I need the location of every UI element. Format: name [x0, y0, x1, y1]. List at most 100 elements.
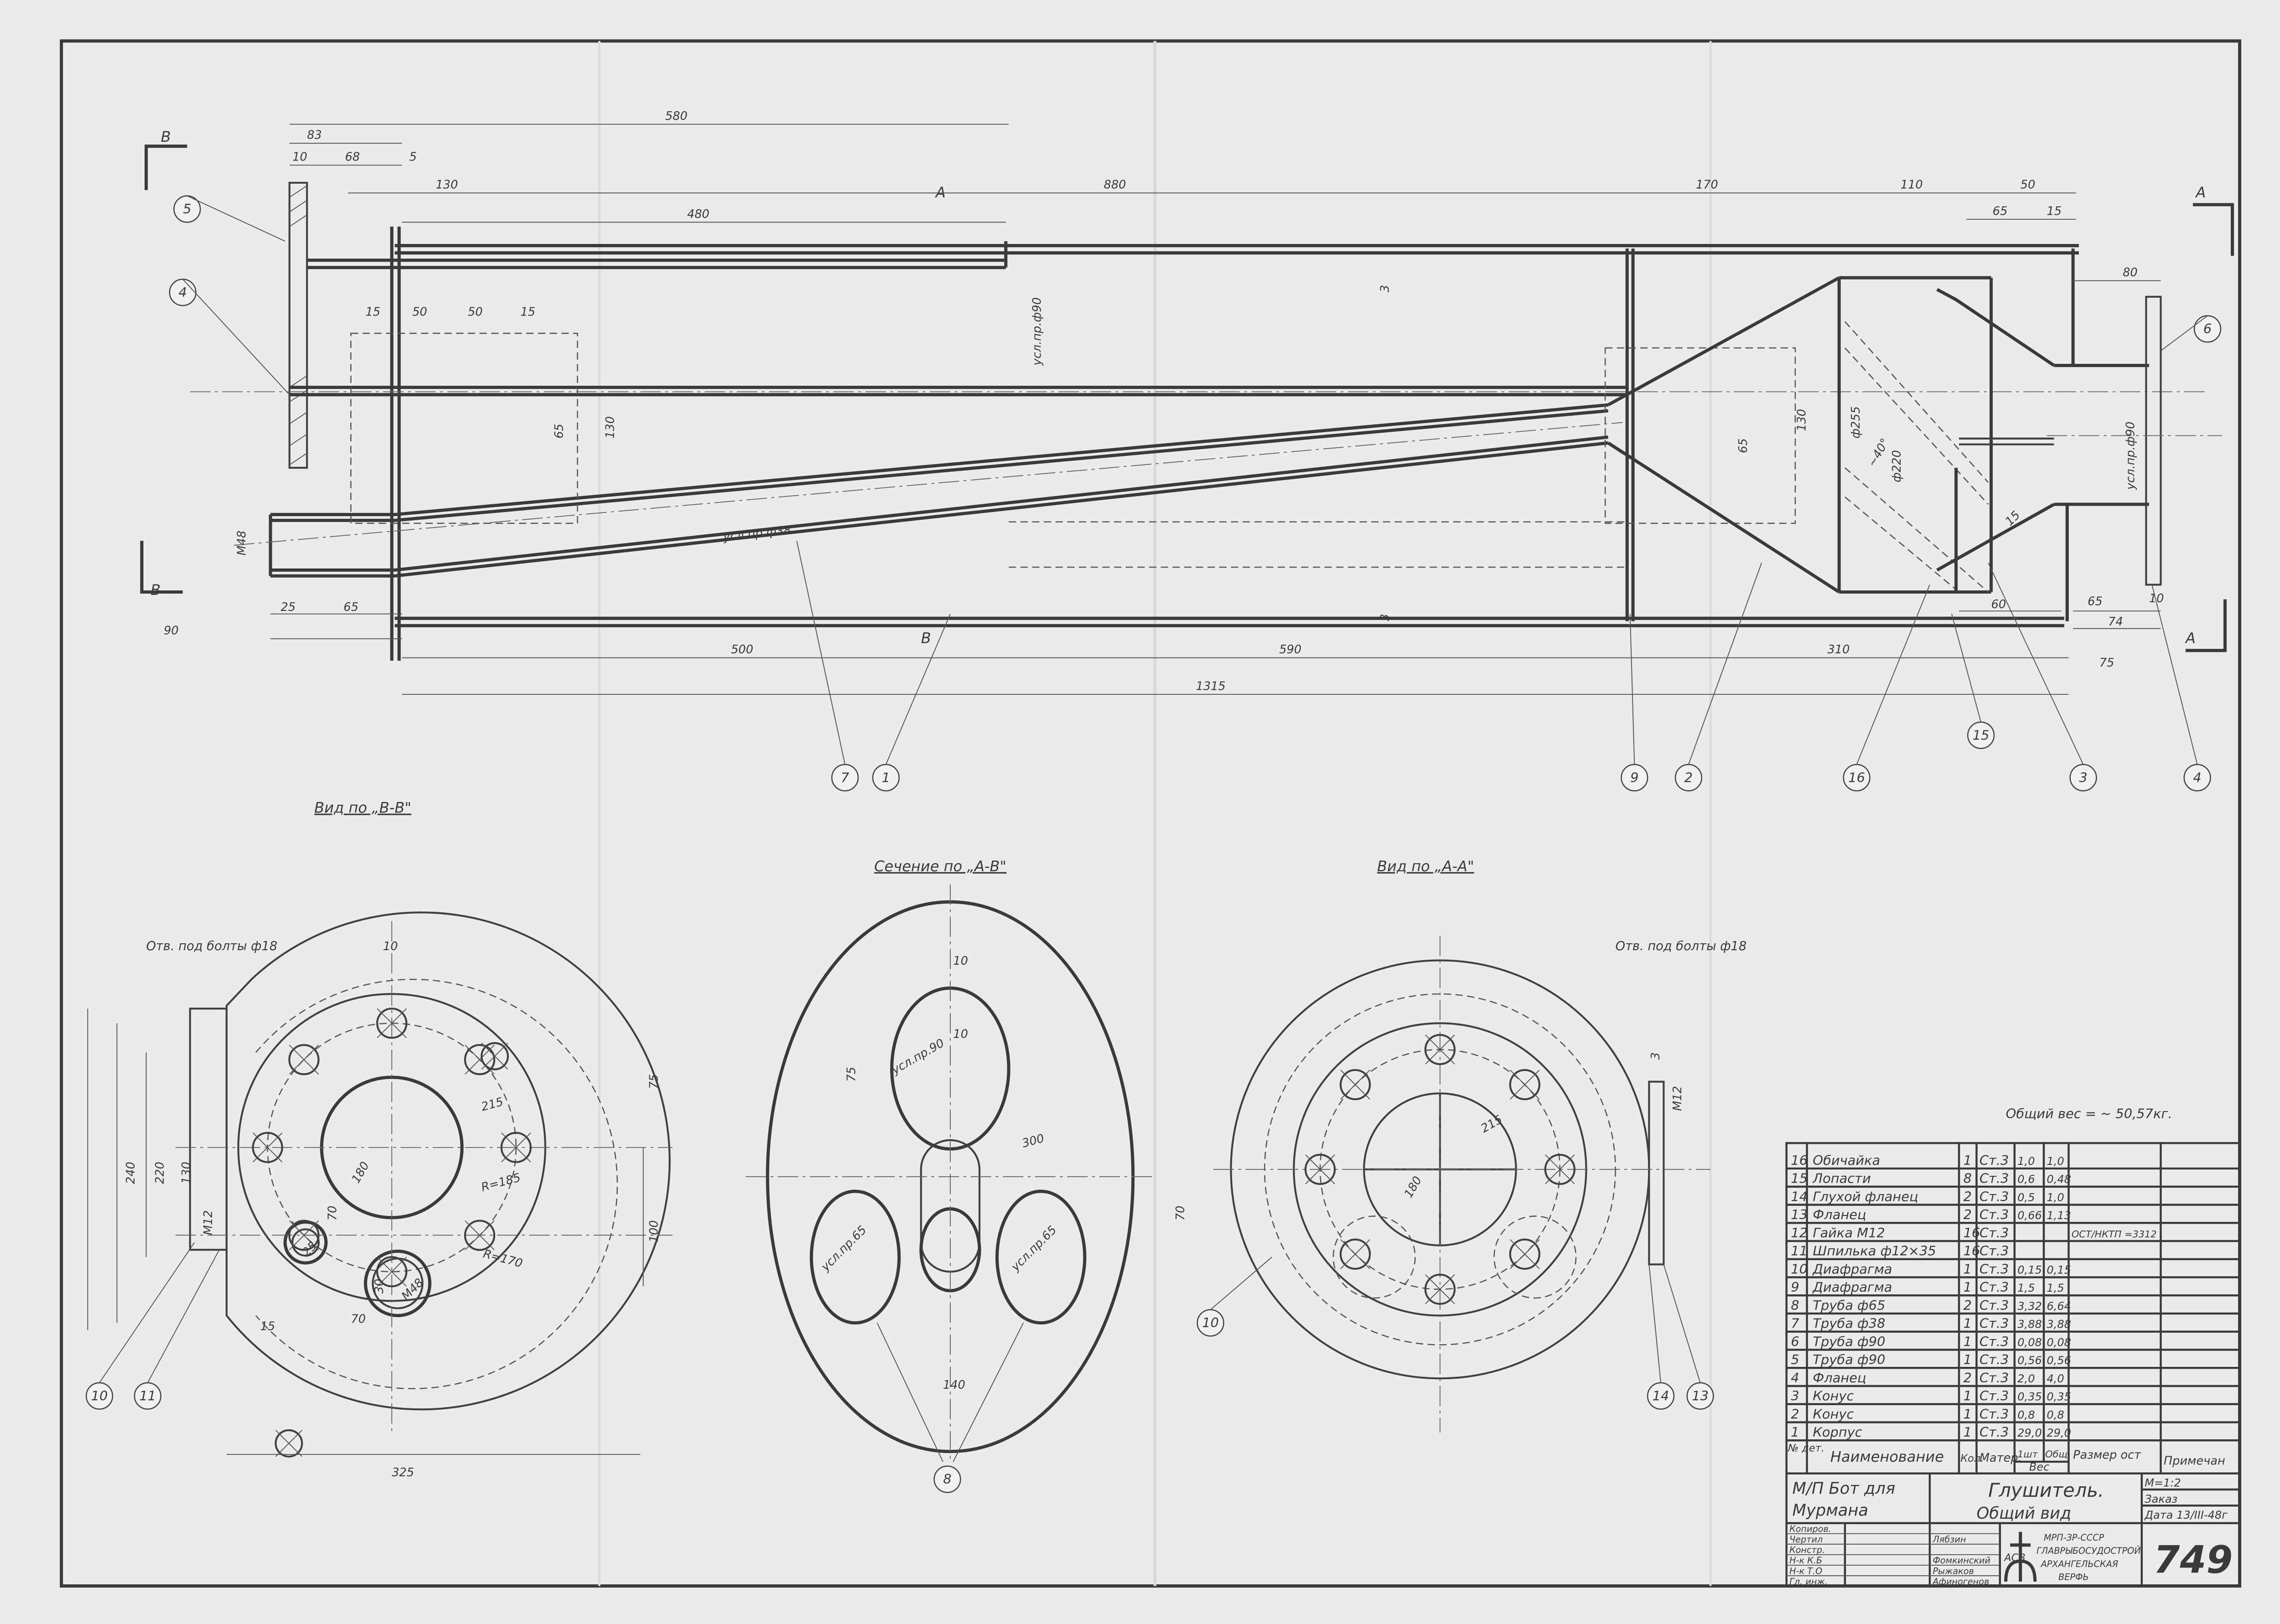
total-weight-note: Общий вес = ~ 50,57кг.: [2006, 1106, 2172, 1122]
drawing-subtitle: Общий вид: [1977, 1504, 2072, 1523]
header-weight-total: Общ: [2045, 1448, 2068, 1459]
leader-line: [885, 614, 951, 765]
dimension-label: усл.пр.65: [1008, 1223, 1059, 1274]
dimension-label: 215: [1479, 1112, 1505, 1135]
table-cell-num: 14: [1791, 1189, 1808, 1204]
dimension-label: М12: [1671, 1086, 1684, 1111]
table-cell-name: Обичайка: [1813, 1153, 1880, 1168]
cone-2: [1607, 276, 1840, 594]
table-cell-w1: 1,5: [2017, 1282, 2035, 1294]
table-cell-num: 11: [1791, 1243, 1808, 1259]
bolt-holes-note: Отв. под болты ф18: [1616, 939, 1747, 953]
table-cell-name: Диафрагма: [1812, 1261, 1892, 1277]
table-cell-w1: 3,32: [2017, 1300, 2042, 1313]
drawing-title: Глушитель.: [1988, 1479, 2104, 1501]
bolt-hole: [1509, 1238, 1540, 1270]
table-cell-w1: 1,0: [2017, 1155, 2035, 1168]
table-cell-name: Труба ф90: [1813, 1334, 1885, 1349]
table-cell-material: Ст.3: [1979, 1334, 2009, 1349]
callout-number: 4: [2193, 770, 2201, 785]
table-cell-material: Ст.3: [1979, 1370, 2009, 1386]
signature-name: Лябзин: [1932, 1534, 1966, 1545]
shipyard-logo: АСВ: [2003, 1531, 2037, 1582]
leader-line: [1648, 1264, 1661, 1383]
table-cell-name: Глухой фланец: [1813, 1189, 1918, 1204]
table-cell-w1: 0,35: [2017, 1391, 2042, 1403]
dimension-label: 480: [687, 207, 710, 221]
callout-number: 10: [1202, 1315, 1219, 1330]
shell-16: [1837, 276, 1993, 594]
header-size: Размер ост: [2073, 1448, 2141, 1462]
header-name: Наименование: [1830, 1448, 1944, 1465]
table-cell-qty: 16: [1964, 1243, 1980, 1259]
dimension-label: 50: [2021, 178, 2036, 192]
section-label-b: В: [150, 581, 161, 599]
dimension-label: 83: [307, 129, 322, 142]
dimension-label: 580: [665, 109, 688, 123]
bolt-hole: [1544, 1153, 1575, 1185]
vanes-15: [1845, 321, 1989, 593]
org-line-3: АРХАНГЕЛЬСКАЯ: [2040, 1559, 2119, 1569]
table-cell-material: Ст.3: [1979, 1406, 2009, 1422]
pipe-end-m48: [363, 1249, 432, 1317]
bolt-hole: [376, 1008, 408, 1039]
end-wall-right: [2065, 248, 2075, 621]
inner-pipe-hidden: [1009, 521, 1626, 568]
bolt-hole: [500, 1132, 532, 1163]
dimension-label: 130: [435, 178, 458, 192]
table-cell-num: 7: [1791, 1316, 1799, 1331]
dimension-label: усл.пр.ф90: [2124, 422, 2138, 490]
dimension-label: 50: [468, 305, 483, 319]
bolt-pattern-right: [1604, 347, 1796, 524]
dimension-label: 325: [392, 1466, 414, 1479]
table-cell-name: Конус: [1813, 1388, 1854, 1404]
pipe-7-axis: [233, 422, 1623, 546]
bolt-hole: [1339, 1069, 1371, 1101]
table-cell-w1: 0,56: [2017, 1354, 2042, 1367]
table-cell-material: Ст.3: [1979, 1352, 2009, 1367]
project-line-2: Мурмана: [1793, 1501, 1869, 1520]
table-cell-name: Шпилька ф12×35: [1813, 1243, 1936, 1259]
table-cell-num: 15: [1791, 1171, 1808, 1186]
pipe-7-end: [283, 1220, 328, 1265]
dimension-label: 65: [2088, 595, 2103, 608]
leader-line: [2151, 584, 2198, 765]
leader-line: [1951, 614, 1982, 723]
pipe-7: [269, 403, 1608, 578]
table-cell-w2: 1,5: [2047, 1282, 2064, 1294]
table-cell-qty: 1: [1964, 1261, 1972, 1277]
dimension-label: 3: [1378, 285, 1392, 292]
dimension-label: 74: [2108, 615, 2123, 629]
table-cell-qty: 8: [1964, 1171, 1972, 1186]
section-label-b: В: [161, 128, 171, 145]
callout-bubble: [2069, 764, 2097, 791]
section-label-a: А: [935, 184, 946, 201]
table-cell-material: Ст.3: [1979, 1298, 2009, 1313]
pipe-inner: [289, 386, 1626, 397]
table-cell-w2: 0,15: [2047, 1263, 2071, 1276]
dimension-label: 130: [180, 1162, 193, 1184]
dimension-label: R=185: [480, 1171, 522, 1195]
dimension-label: 60: [1991, 598, 2006, 611]
callout-number: 7: [841, 770, 850, 785]
dimension-label: ~40°: [1865, 436, 1892, 470]
bolt-hole-cross: [1340, 1070, 1370, 1100]
table-cell-w1: 0,15: [2017, 1263, 2042, 1276]
body-inner-hidden: [255, 978, 618, 1390]
bolt-hole: [275, 1429, 303, 1458]
table-cell-name: Корпус: [1813, 1424, 1862, 1440]
leader-line: [1629, 614, 1635, 765]
signature-name: Афиногенов: [1932, 1576, 1989, 1587]
dimension-lines: [270, 124, 2161, 695]
leader-line: [182, 279, 290, 395]
bolt-hole-cross: [252, 1133, 283, 1163]
dimension-label: 15: [2003, 508, 2023, 528]
table-cell-material: Ст.3: [1979, 1207, 2009, 1222]
dimension-label: 140: [943, 1378, 965, 1392]
table-cell-w1: 2,0: [2017, 1372, 2035, 1385]
dimension-label: 130: [1795, 409, 1808, 431]
bolt-hole: [288, 1220, 320, 1251]
callout-number: 13: [1692, 1388, 1709, 1403]
dimension-label: 130: [604, 416, 617, 439]
